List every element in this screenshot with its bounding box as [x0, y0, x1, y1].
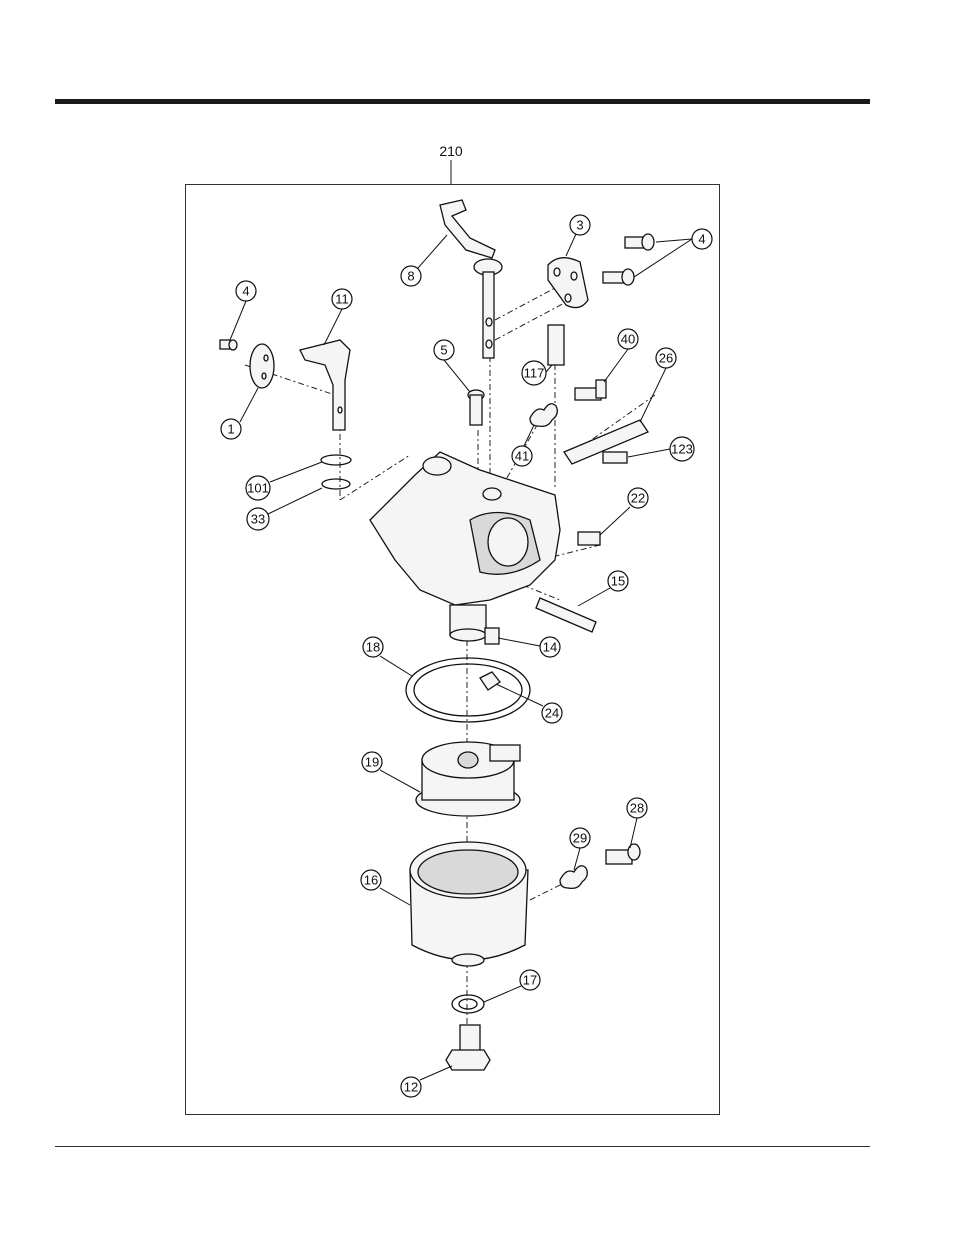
callout-22: 22: [600, 488, 648, 535]
svg-text:12: 12: [404, 1080, 418, 1095]
callout-123: 123: [628, 437, 694, 461]
callout-15: 15: [578, 571, 628, 606]
pin-15-part: [536, 598, 596, 632]
o-rings-part: [321, 455, 351, 489]
svg-text:3: 3: [576, 218, 583, 233]
svg-text:15: 15: [611, 574, 625, 589]
svg-text:101: 101: [247, 481, 269, 496]
callout-19: 19: [362, 752, 420, 792]
svg-text:41: 41: [515, 449, 529, 464]
pilot-screw-part: [468, 390, 484, 425]
svg-text:11: 11: [335, 292, 349, 307]
callout-41: 41: [512, 425, 534, 466]
svg-text:29: 29: [573, 831, 587, 846]
callout-14: 14: [498, 637, 560, 657]
screw-22-part: [578, 532, 600, 545]
svg-text:4: 4: [242, 284, 249, 299]
svg-text:1: 1: [227, 422, 234, 437]
callout-40: 40: [604, 329, 638, 382]
float-bowl-16-part: [410, 842, 528, 966]
callout-5: 5: [434, 340, 470, 392]
callout-26: 26: [640, 348, 676, 422]
svg-text:5: 5: [440, 343, 447, 358]
svg-text:8: 8: [407, 269, 414, 284]
svg-text:18: 18: [366, 640, 380, 655]
svg-text:28: 28: [630, 801, 644, 816]
svg-text:16: 16: [364, 873, 378, 888]
callout-11: 11: [324, 289, 352, 345]
screw-28-part: [606, 844, 640, 864]
svg-text:17: 17: [523, 973, 537, 988]
clip-24-part: [480, 672, 500, 690]
carburetor-body-part: [370, 452, 560, 644]
spring-29-part: [560, 866, 587, 889]
choke-screws-part: [603, 234, 654, 285]
callout-1: 1: [221, 388, 258, 439]
callout-101: 101: [246, 462, 322, 500]
choke-plate-part: [548, 258, 588, 308]
callout-16: 16: [361, 870, 410, 905]
callout-29: 29: [570, 828, 590, 870]
callout-8: 8: [401, 235, 447, 286]
svg-text:24: 24: [545, 706, 559, 721]
svg-text:117: 117: [524, 366, 545, 381]
svg-text:33: 33: [251, 512, 265, 527]
callout-24: 24: [496, 684, 562, 723]
drain-bolt-12-part: [446, 1025, 490, 1070]
callout-12: 12: [401, 1066, 452, 1097]
callout-17: 17: [484, 970, 540, 1002]
choke-shaft-part: [440, 200, 502, 358]
svg-text:14: 14: [543, 640, 557, 655]
svg-text:26: 26: [659, 351, 673, 366]
svg-text:4: 4: [698, 232, 705, 247]
washer-17-part: [452, 995, 484, 1013]
screw-40-part: [575, 380, 606, 400]
gasket-18-part: [406, 658, 530, 722]
throttle-plate-part: [220, 340, 274, 388]
spring-41-part: [530, 404, 557, 427]
callout-3: 3: [566, 215, 590, 256]
float-19-part: [416, 742, 520, 816]
callout-18: 18: [363, 637, 412, 676]
callout-4-left: 4: [230, 281, 256, 340]
svg-text:123: 123: [671, 442, 693, 457]
svg-text:19: 19: [365, 755, 379, 770]
callout-28: 28: [627, 798, 647, 848]
svg-text:22: 22: [631, 491, 645, 506]
svg-text:40: 40: [621, 332, 635, 347]
throttle-shaft-part: [300, 340, 350, 430]
screw-123-part: [603, 452, 627, 463]
tube-117-part: [548, 325, 564, 365]
